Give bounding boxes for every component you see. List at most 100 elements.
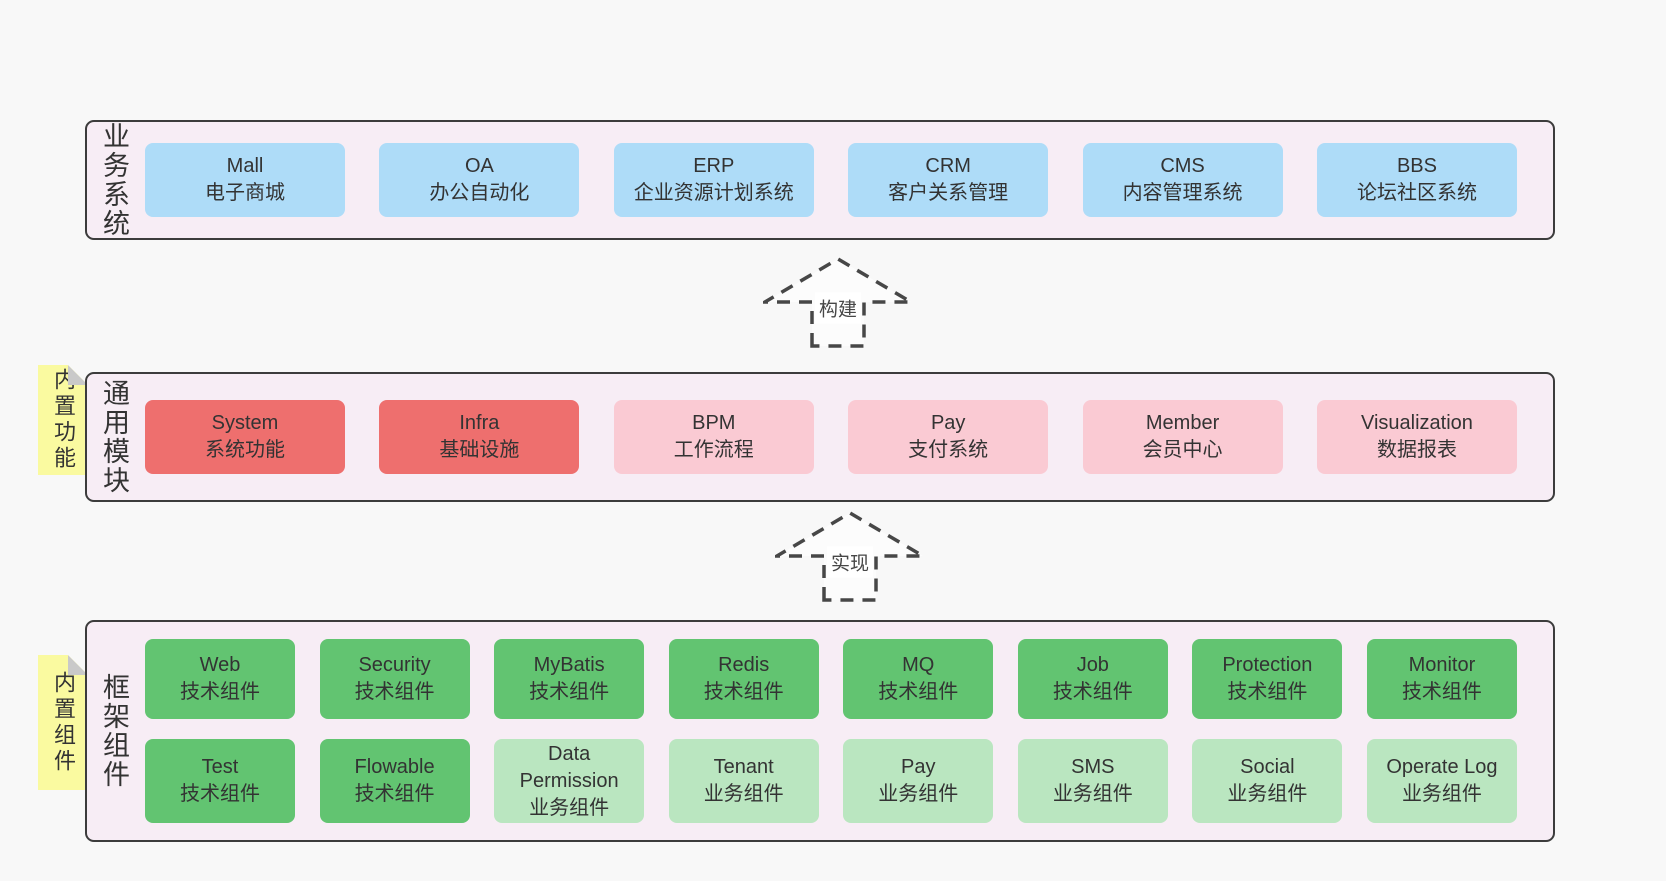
node-subtitle: 技术组件 — [180, 681, 260, 703]
framework-components-row1: Web 技术组件 Security 技术组件 MyBatis 技术组件 Redi… — [145, 639, 1517, 719]
node-bpm: BPM 工作流程 — [613, 400, 814, 474]
node-job: Job 技术组件 — [1017, 639, 1168, 719]
node-subtitle: 技术组件 — [703, 681, 784, 703]
node-subtitle: 业务组件 — [1052, 783, 1133, 805]
node-title: Web — [199, 654, 241, 676]
node-title: Monitor — [1408, 654, 1476, 676]
builtin-components-note-text: 内置组件 — [51, 670, 76, 775]
node-title: MQ — [902, 654, 935, 676]
business-systems-boxes: Mall 电子商城 OA 办公自动化 ERP 企业资源计划系统 CRM 客户关系… — [135, 143, 1553, 217]
node-subtitle: 业务组件 — [529, 796, 610, 819]
builtin-features-note: 内置功能 — [38, 365, 88, 475]
framework-components-rows: Web 技术组件 Security 技术组件 MyBatis 技术组件 Redi… — [135, 639, 1553, 823]
node-operate-log: Operate Log 业务组件 — [1366, 739, 1517, 823]
node-data-permission: Data Permission 业务组件 — [494, 739, 645, 823]
node-subtitle: 技术组件 — [1052, 681, 1133, 703]
node-subtitle: 系统功能 — [205, 439, 285, 461]
builtin-features-note-text: 内置功能 — [51, 368, 76, 472]
node-title: CRM — [925, 155, 971, 177]
node-subtitle: 技术组件 — [354, 783, 435, 805]
node-subtitle: 电子商城 — [205, 182, 285, 204]
node-subtitle: 技术组件 — [529, 681, 610, 703]
node-subtitle: 技术组件 — [1401, 681, 1482, 703]
common-modules-panel-label: 通用模块 — [99, 379, 129, 495]
node-subtitle: 业务组件 — [1227, 783, 1308, 805]
node-title: Infra — [459, 412, 500, 434]
node-subtitle: 支付系统 — [908, 439, 989, 461]
node-pay-component: Pay 业务组件 — [843, 739, 994, 823]
node-title: Data Permission — [519, 742, 619, 792]
node-subtitle: 内容管理系统 — [1122, 182, 1243, 204]
node-title: Mall — [226, 155, 264, 177]
node-erp: ERP 企业资源计划系统 — [613, 143, 814, 217]
node-title: Social — [1240, 756, 1295, 778]
node-title: OA — [464, 155, 494, 177]
node-member: Member 会员中心 — [1082, 400, 1283, 474]
node-subtitle: 技术组件 — [354, 681, 435, 703]
node-subtitle: 数据报表 — [1376, 439, 1457, 461]
node-sms: SMS 业务组件 — [1017, 739, 1168, 823]
node-oa: OA 办公自动化 — [379, 143, 580, 217]
node-subtitle: 客户关系管理 — [888, 182, 1009, 204]
node-bbs: BBS 论坛社区系统 — [1316, 143, 1517, 217]
implement-arrow-label: 实现 — [826, 546, 874, 578]
node-monitor: Monitor 技术组件 — [1366, 639, 1517, 719]
node-title: Security — [358, 654, 431, 676]
build-arrow: 构建 — [763, 256, 913, 348]
node-subtitle: 办公自动化 — [429, 182, 530, 204]
framework-components-panel: 框架组件 Web 技术组件 Security 技术组件 MyBatis 技术组件… — [85, 620, 1555, 842]
node-web: Web 技术组件 — [145, 639, 295, 719]
node-title: Protection — [1222, 654, 1313, 676]
framework-components-panel-label: 框架组件 — [99, 673, 129, 789]
node-system: System 系统功能 — [145, 400, 345, 474]
node-flowable: Flowable 技术组件 — [319, 739, 470, 823]
node-title: MyBatis — [533, 654, 605, 676]
node-mall: Mall 电子商城 — [145, 143, 345, 217]
node-title: BPM — [692, 412, 736, 434]
node-title: BBS — [1396, 155, 1437, 177]
node-test: Test 技术组件 — [145, 739, 295, 823]
node-subtitle: 业务组件 — [878, 783, 959, 805]
node-mq: MQ 技术组件 — [843, 639, 994, 719]
node-title: Pay — [901, 756, 936, 778]
implement-arrow: 实现 — [775, 510, 925, 602]
node-title: SMS — [1071, 756, 1115, 778]
node-title: ERP — [693, 155, 735, 177]
node-redis: Redis 技术组件 — [668, 639, 819, 719]
node-subtitle: 工作流程 — [673, 439, 754, 461]
node-title: Operate Log — [1386, 756, 1498, 778]
node-title: Redis — [718, 654, 770, 676]
common-modules-boxes: System 系统功能 Infra 基础设施 BPM 工作流程 Pay 支付系统… — [135, 400, 1553, 474]
node-tenant: Tenant 业务组件 — [668, 739, 819, 823]
node-title: Test — [201, 756, 239, 778]
node-title: CMS — [1160, 155, 1205, 177]
node-visualization: Visualization 数据报表 — [1316, 400, 1517, 474]
node-protection: Protection 技术组件 — [1192, 639, 1343, 719]
node-subtitle: 会员中心 — [1142, 439, 1223, 461]
node-title: Pay — [930, 412, 966, 434]
framework-components-row2: Test 技术组件 Flowable 技术组件 Data Permission … — [145, 739, 1517, 823]
node-title: Visualization — [1360, 412, 1473, 434]
node-subtitle: 基础设施 — [439, 439, 520, 461]
node-subtitle: 业务组件 — [703, 783, 784, 805]
node-subtitle: 技术组件 — [878, 681, 959, 703]
builtin-components-note: 内置组件 — [38, 655, 88, 790]
node-subtitle: 企业资源计划系统 — [633, 182, 794, 204]
node-pay: Pay 支付系统 — [848, 400, 1049, 474]
node-subtitle: 业务组件 — [1401, 783, 1482, 805]
node-title: Job — [1076, 654, 1109, 676]
node-crm: CRM 客户关系管理 — [848, 143, 1049, 217]
node-subtitle: 技术组件 — [180, 783, 260, 805]
business-systems-panel-label: 业务系统 — [99, 122, 129, 238]
build-arrow-label: 构建 — [814, 292, 862, 324]
node-mybatis: MyBatis 技术组件 — [494, 639, 645, 719]
node-social: Social 业务组件 — [1192, 739, 1343, 823]
node-infra: Infra 基础设施 — [379, 400, 580, 474]
node-cms: CMS 内容管理系统 — [1082, 143, 1283, 217]
common-modules-panel: 通用模块 System 系统功能 Infra 基础设施 BPM 工作流程 Pay… — [85, 372, 1555, 502]
node-subtitle: 技术组件 — [1227, 681, 1308, 703]
node-title: Tenant — [713, 756, 774, 778]
node-subtitle: 论坛社区系统 — [1356, 182, 1477, 204]
node-title: Member — [1145, 412, 1220, 434]
node-title: System — [211, 412, 279, 434]
